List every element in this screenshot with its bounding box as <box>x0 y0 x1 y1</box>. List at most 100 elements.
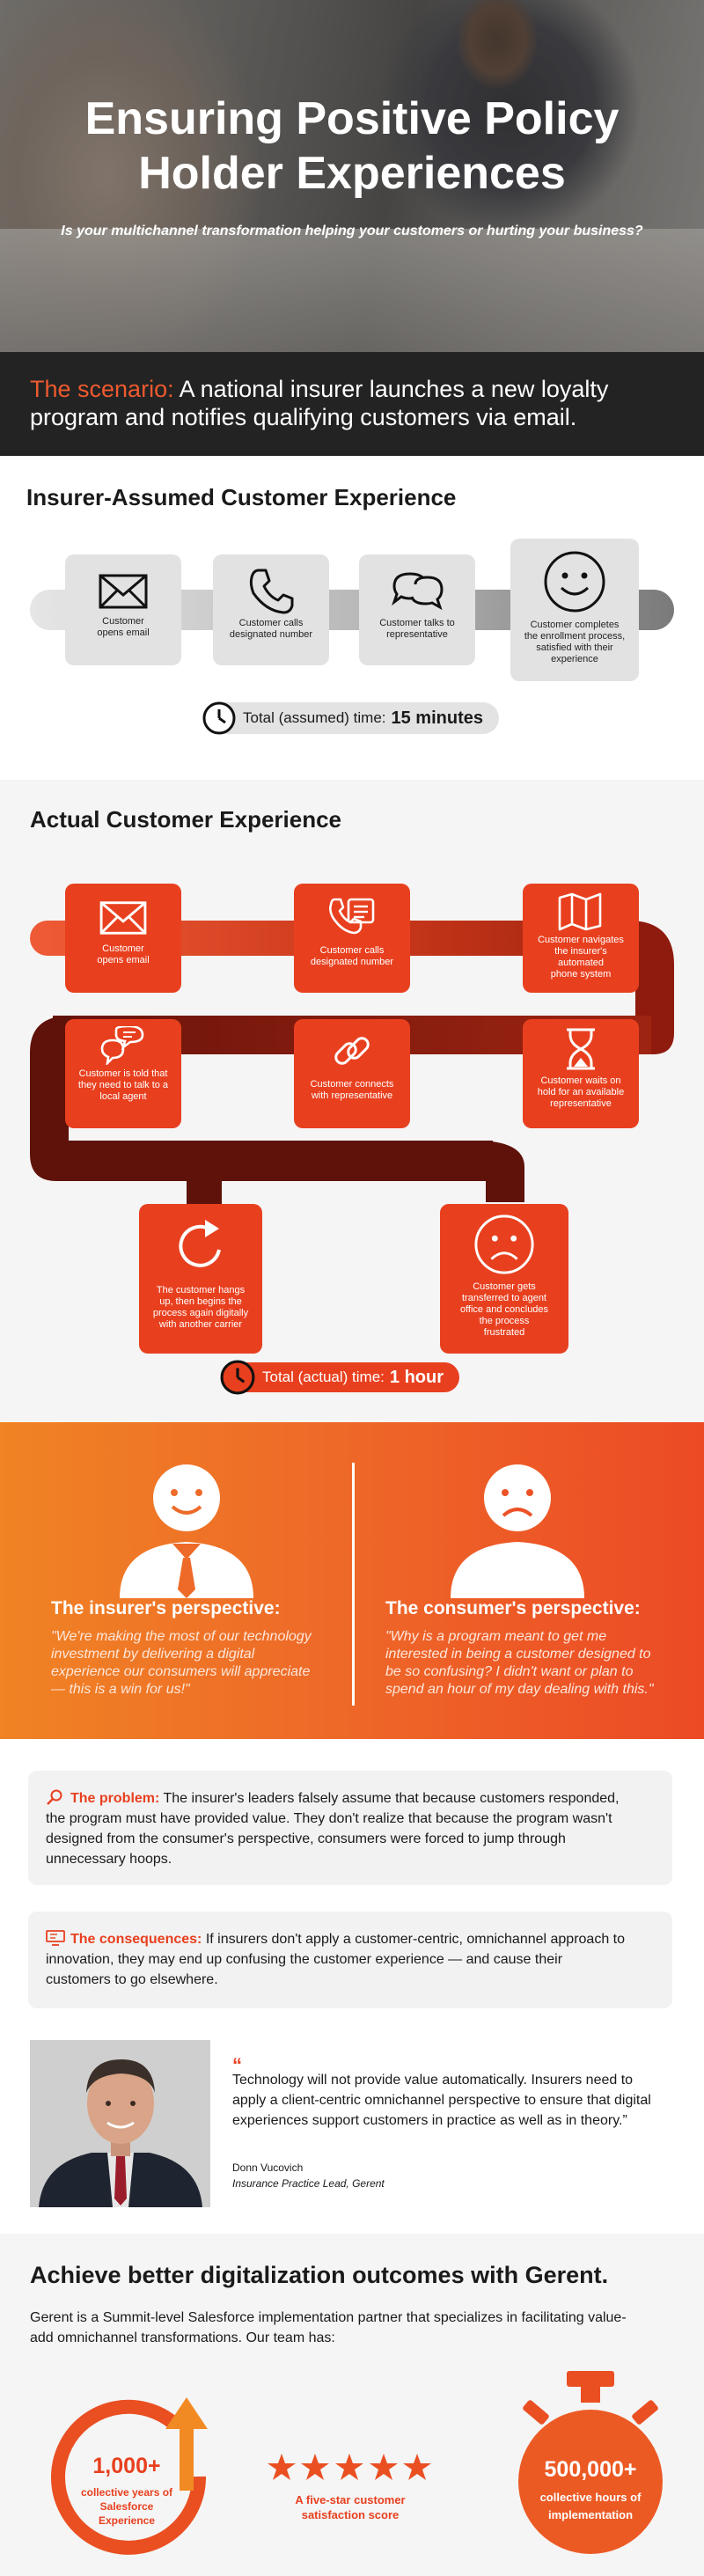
chat-bubbles-icon <box>392 572 444 611</box>
hourglass-icon <box>567 1028 595 1070</box>
intro-line: Gerent is a Summit-level Salesforce impl… <box>30 2310 627 2325</box>
consequences-label: The consequences: <box>70 1932 202 1947</box>
actual-step-waits: Customer waits on hold for an available … <box>523 1019 639 1128</box>
step-label: Customer connects <box>310 1079 394 1090</box>
quote-line: be so confusing? I didn't want or plan t… <box>385 1664 634 1679</box>
quote-line: "Why is a program meant to get me <box>385 1629 607 1644</box>
scenario-banner: The scenario: A national insurer launche… <box>0 352 704 456</box>
hero-photo-table <box>0 229 704 352</box>
quote-line: apply a client-centric omnichannel persp… <box>232 2093 651 2108</box>
step-label: automated <box>558 958 604 968</box>
gerent-section: Achieve better digitalization outcomes w… <box>0 2234 704 2576</box>
scenario-label: The scenario: <box>30 376 174 402</box>
assumed-step-complete: Customer completes the enrollment proces… <box>510 539 639 681</box>
stat-label-line: A five-star customer <box>295 2493 406 2506</box>
stat-rating-label: A five-star customer satisfaction score <box>264 2492 436 2522</box>
step-label: frustrated <box>483 1327 525 1338</box>
step-label: they need to talk to a <box>77 1080 169 1090</box>
step-label: Customer <box>102 943 144 954</box>
assumed-step-open-email: Customer opens email <box>65 554 181 665</box>
actual-step-open-email: Customer opens email <box>65 884 181 993</box>
frowning-person-icon <box>451 1464 584 1598</box>
stat-label-line: implementation <box>547 2508 634 2521</box>
problem-text: designed from the consumer's perspective… <box>46 1831 566 1846</box>
actual-step-phone-system: Customer navigates the insurer's automat… <box>523 884 639 993</box>
actual-step-connects: Customer connects with representative <box>294 1019 410 1128</box>
stat-years-value: 1,000+ <box>92 2454 161 2478</box>
step-label: the insurer's <box>554 946 607 957</box>
hero-overlay <box>0 0 704 352</box>
time-value: 15 minutes <box>391 708 483 728</box>
page-title: Ensuring Positive Policy Holder Experien… <box>0 92 704 201</box>
step-label: transferred to agent <box>461 1293 546 1303</box>
magnifier-icon <box>47 1789 62 1805</box>
actual-step-call: Customer calls designated number <box>294 884 410 993</box>
step-label: the enrollment process, <box>524 631 626 642</box>
stat-hours-label: collective hours of implementation <box>516 2489 665 2524</box>
chat-bubbles-icon <box>100 1026 144 1065</box>
phone-icon <box>249 569 294 614</box>
consequences-box: The consequences: If insurers don't appl… <box>28 1912 672 2008</box>
step-label: with another carrier <box>158 1319 243 1330</box>
hero-photo-head <box>458 0 537 88</box>
speaker-photo <box>30 2040 210 2207</box>
quote-line: interested in being a customer designed … <box>385 1647 651 1662</box>
problem-text: The insurer's leaders falsely assume tha… <box>163 1791 620 1806</box>
smiley-icon <box>544 551 605 613</box>
step-label: representative <box>550 1098 612 1109</box>
intro-line: add omnichannel transformations. Our tea… <box>30 2330 335 2345</box>
actual-section-title: Actual Customer Experience <box>30 806 342 833</box>
quote-line: "We're making the most of our technology <box>51 1629 312 1644</box>
consequences-text: If insurers don't apply a customer-centr… <box>205 1932 626 1947</box>
stat-hours-value: 500,000+ <box>544 2457 637 2482</box>
actual-step-local-agent: Customer is told that they need to talk … <box>65 1019 181 1128</box>
envelope-icon <box>99 901 147 935</box>
actual-step-transferred: Customer gets transferred to agent offic… <box>440 1204 568 1354</box>
problem-text: the program must have provided value. Th… <box>46 1811 612 1826</box>
stat-label-line: Experience <box>98 2514 156 2527</box>
stat-label-line: collective years of <box>80 2486 173 2499</box>
businessman-icon <box>120 1464 253 1598</box>
quote-line: experiences support customers in practic… <box>232 2113 627 2128</box>
clock-icon <box>202 701 236 735</box>
step-label: Customer navigates <box>538 935 624 945</box>
stat-label-line: collective hours of <box>539 2491 642 2504</box>
speaker-name: Donn Vucovich <box>232 2161 304 2174</box>
quote-line: investment by delivering a digital <box>51 1647 255 1662</box>
sad-face-icon <box>474 1215 534 1274</box>
assumed-step-talk: Customer talks to representative <box>359 554 475 665</box>
problem-text: unnecessary hoops. <box>46 1852 172 1867</box>
gerent-intro: Gerent is a Summit-level Salesforce impl… <box>30 2308 672 2348</box>
time-label: Total (assumed) time: <box>243 709 386 726</box>
step-label: Customer is told that <box>78 1068 168 1079</box>
quote-line: experience our consumers will appreciate <box>51 1664 311 1679</box>
assumed-experience-section: Insurer-Assumed Customer Experience Cust… <box>0 456 704 780</box>
stat-label-line: satisfaction score <box>301 2508 400 2521</box>
time-value: 1 hour <box>389 1367 444 1387</box>
insurer-perspective-title: The insurer's perspective: <box>51 1598 281 1618</box>
step-label: opens email <box>97 627 150 638</box>
envelope-icon <box>99 574 148 609</box>
step-label: Customer completes <box>530 620 620 630</box>
phone-list-icon <box>329 898 375 935</box>
step-label: Customer talks to <box>379 618 455 628</box>
scenario-text: A national insurer launches a new loyalt… <box>30 376 609 430</box>
stat-years-label: collective years of Salesforce Experienc… <box>56 2485 197 2528</box>
link-icon <box>334 1037 370 1065</box>
refresh-icon <box>179 1220 221 1267</box>
step-label: designated number <box>229 629 313 640</box>
step-label: up, then begins the <box>159 1296 242 1307</box>
step-label: the process <box>479 1316 530 1326</box>
step-label: experience <box>551 654 598 664</box>
five-star-rating-icon <box>268 2454 431 2480</box>
assumed-time-pill: Total (assumed) time: 15 minutes <box>202 701 499 735</box>
assumed-section-title: Insurer-Assumed Customer Experience <box>26 484 457 510</box>
consequences-text: innovation, they may end up confusing th… <box>46 1952 563 1967</box>
step-label: designated number <box>310 957 394 967</box>
speaker-role: Insurance Practice Lead, Gerent <box>232 2177 385 2190</box>
title-line-2: Holder Experiences <box>138 148 566 199</box>
perspectives-divider <box>352 1463 355 1706</box>
step-label: phone system <box>550 969 612 980</box>
time-label: Total (actual) time: <box>262 1369 385 1385</box>
step-label: process again digitally <box>152 1308 249 1318</box>
